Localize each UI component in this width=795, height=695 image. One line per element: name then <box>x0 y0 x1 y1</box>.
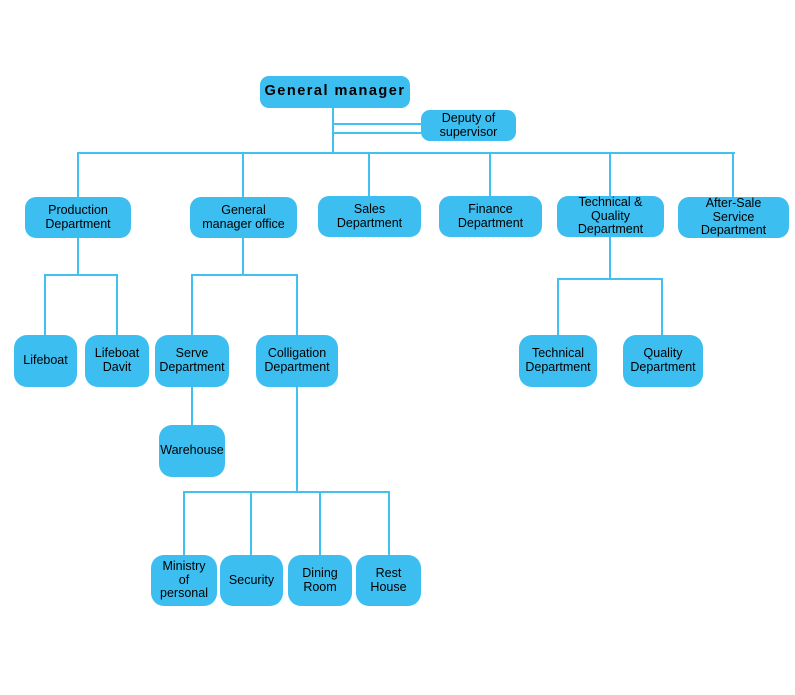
connector <box>609 237 611 280</box>
node-lifeboat: Lifeboat <box>14 335 77 387</box>
node-technical-department: Technical Department <box>519 335 597 387</box>
node-security: Security <box>220 555 283 606</box>
connector <box>116 275 118 335</box>
connector <box>242 153 244 197</box>
connector <box>183 492 185 555</box>
connector <box>368 153 370 196</box>
node-colligation-department: Colligation Department <box>256 335 338 387</box>
connector <box>732 153 734 197</box>
connector <box>191 274 298 276</box>
connector <box>333 123 421 125</box>
node-serve-department: Serve Department <box>155 335 229 387</box>
node-warehouse: Warehouse <box>159 425 225 477</box>
connector <box>333 132 421 134</box>
node-general-manager: General manager <box>260 76 410 108</box>
node-lifeboat-davit: Lifeboat Davit <box>85 335 149 387</box>
node-technical-quality-department: Technical & Quality Department <box>557 195 664 237</box>
connector <box>661 279 663 335</box>
connector <box>77 152 735 154</box>
connector <box>77 153 79 197</box>
connector <box>183 491 390 493</box>
connector <box>191 387 193 425</box>
node-production-department: Production Department <box>25 197 131 238</box>
connector <box>296 275 298 335</box>
node-after-sale-service-department: After-Sale Service Department <box>678 196 789 238</box>
connector <box>77 238 79 275</box>
node-ministry-of-personal: Ministry of personal <box>151 555 217 606</box>
connector <box>250 492 252 555</box>
connector <box>191 275 193 335</box>
connector <box>332 108 334 153</box>
connector <box>557 278 663 280</box>
connector <box>44 275 46 335</box>
node-dining-room: Dining Room <box>288 555 352 606</box>
connector <box>242 238 244 275</box>
connector <box>557 279 559 335</box>
connector <box>609 153 611 196</box>
connector <box>296 387 298 492</box>
node-finance-department: Finance Department <box>439 196 542 237</box>
node-deputy-of-supervisor: Deputy of supervisor <box>421 110 516 141</box>
connector <box>319 492 321 555</box>
connector <box>489 153 491 196</box>
connector <box>388 492 390 555</box>
node-rest-house: Rest House <box>356 555 421 606</box>
connector <box>44 274 118 276</box>
node-quality-department: Quality Department <box>623 335 703 387</box>
node-general-manager-office: General manager office <box>190 197 297 238</box>
node-sales-department: Sales Department <box>318 196 421 237</box>
